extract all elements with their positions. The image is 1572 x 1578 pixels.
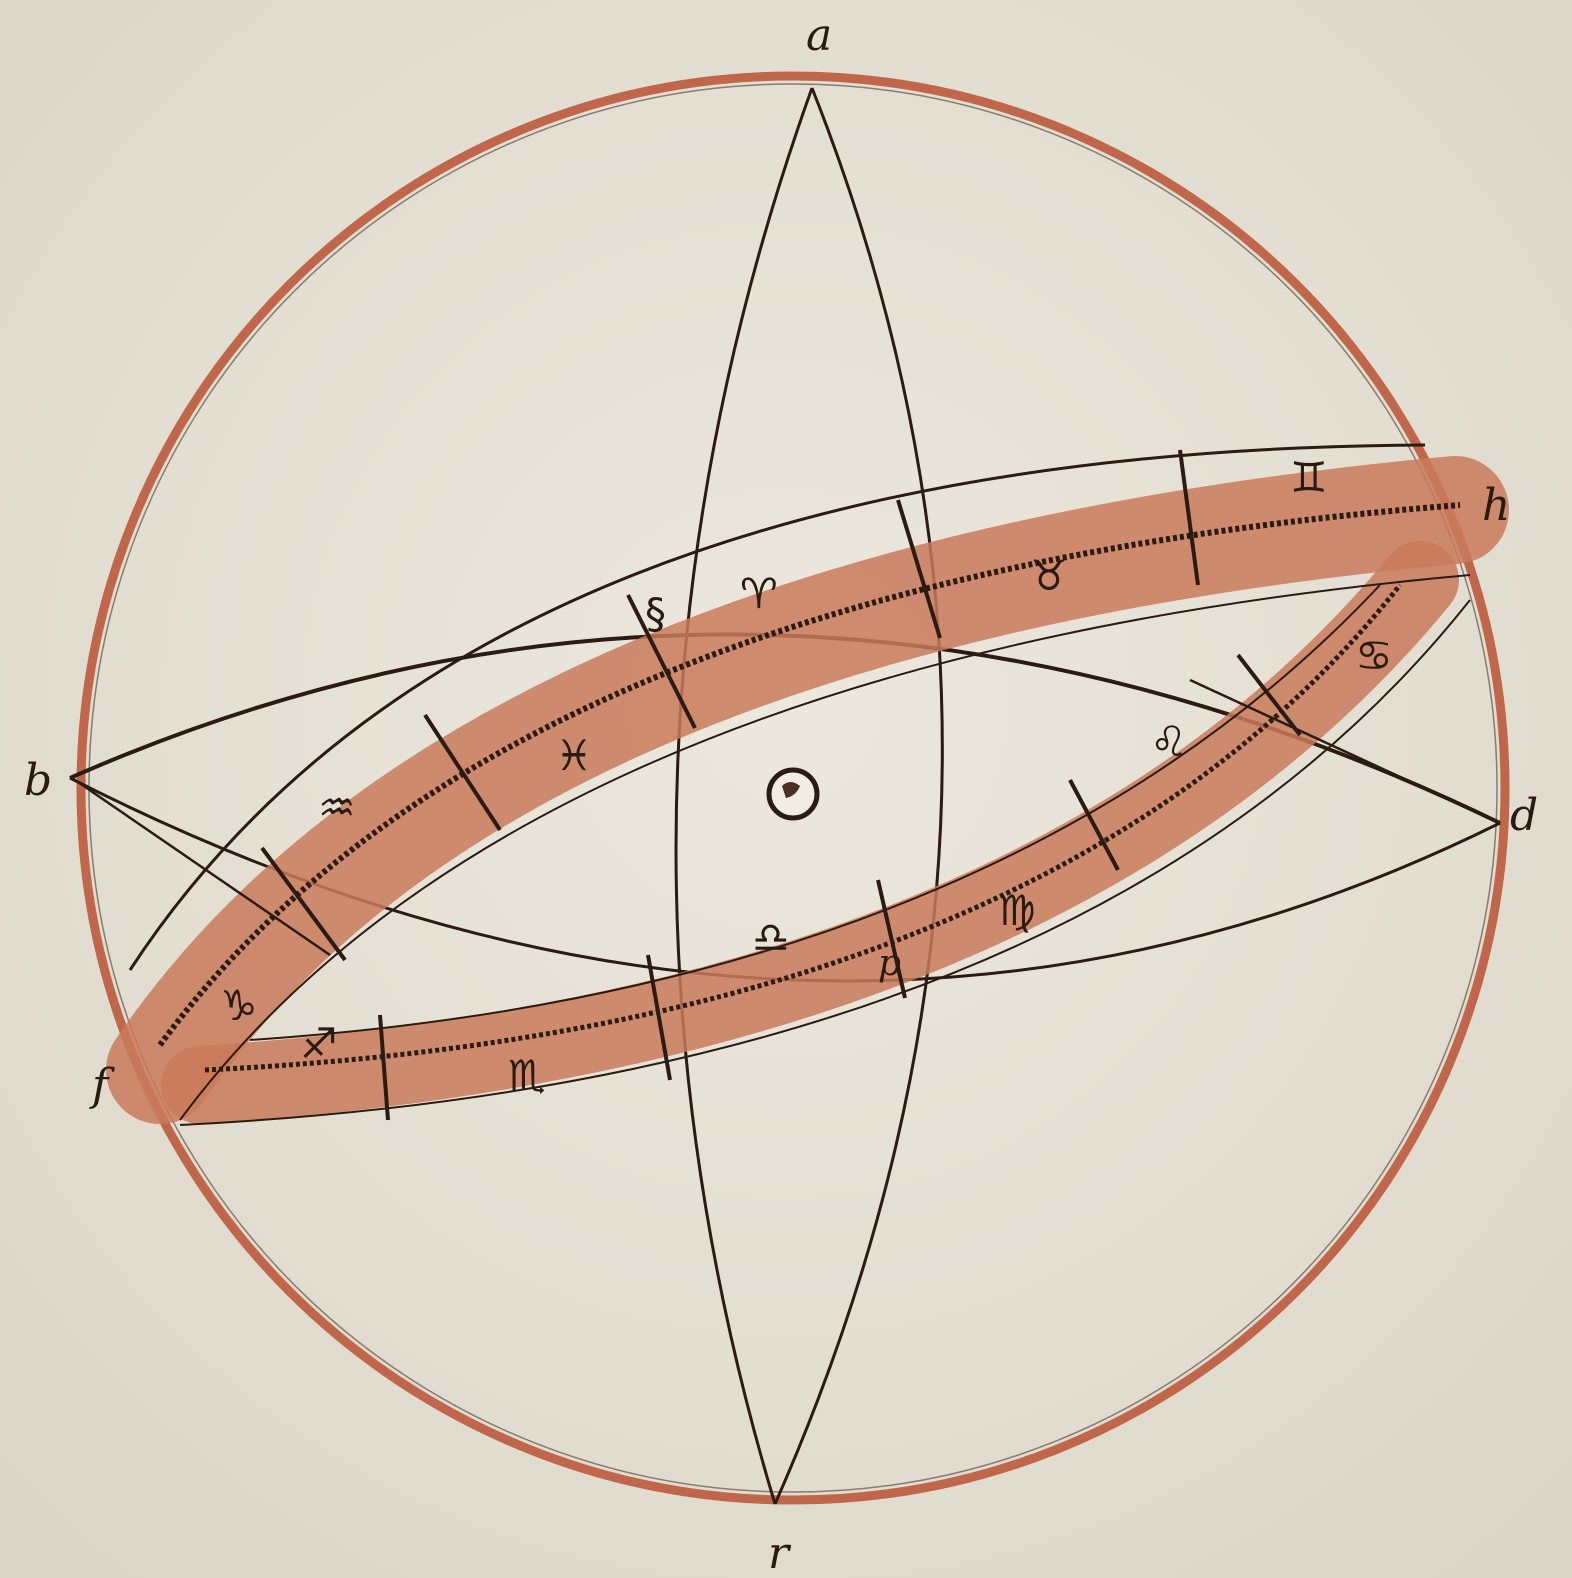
upper-divider-3 <box>626 594 697 729</box>
meridian-left-arc <box>674 87 814 1505</box>
lower-divider-1 <box>378 1014 390 1121</box>
sign-scorpio: ♏ <box>508 1051 546 1100</box>
sign-sagittarius: ♐ <box>300 1019 338 1068</box>
band-upper-top-edge <box>128 443 1426 971</box>
point-label-d: d <box>1510 790 1538 841</box>
point-label-p: p <box>878 943 901 984</box>
point-label-r: r <box>768 1528 792 1578</box>
point-label-b: b <box>24 755 52 806</box>
ecliptic-line-lower <box>204 583 1402 1073</box>
lower-divider-3 <box>876 879 907 999</box>
point-label-h: h <box>1482 480 1510 531</box>
zodiac-band-lower <box>161 541 1459 1124</box>
upper-divider-1 <box>260 846 347 962</box>
lower-divider-5 <box>1236 653 1302 737</box>
sign-libra: ♎ <box>752 913 790 962</box>
sign-virgo: ♍ <box>998 886 1036 935</box>
sign-leo: ♌ <box>1150 717 1188 766</box>
upper-divider-2 <box>423 713 502 832</box>
sign-taurus: ♉ <box>1030 551 1068 600</box>
band-lower-top-edge <box>249 584 1381 1041</box>
lower-divider-4 <box>1068 779 1120 871</box>
meridian-right-arc <box>773 87 944 1505</box>
sign-gemini: ♊ <box>1290 453 1328 502</box>
upper-divider-4 <box>896 499 942 639</box>
zodiac-band-upper <box>106 456 1509 1124</box>
band-lower-bottom-edge <box>179 599 1471 1126</box>
sign-cancer: ♋ <box>1355 631 1393 680</box>
earth-icon <box>766 767 820 821</box>
sign-aquarius: ♒ <box>318 783 356 832</box>
upper-divider-5 <box>1178 449 1200 586</box>
line-d-right <box>1189 678 1501 825</box>
lower-divider-2 <box>646 954 672 1081</box>
sign-capricorn: ♑ <box>220 981 258 1030</box>
sign-aries: ♈ <box>740 569 778 618</box>
sign-mark-s: § <box>645 589 666 638</box>
sign-pisces: ♓ <box>555 731 593 780</box>
outer-circle <box>76 71 1510 1505</box>
point-label-a: a <box>806 10 832 61</box>
ecliptic-line-upper <box>157 502 1461 1047</box>
band-upper-bottom-edge <box>179 574 1471 1121</box>
line-b-left <box>71 776 331 957</box>
